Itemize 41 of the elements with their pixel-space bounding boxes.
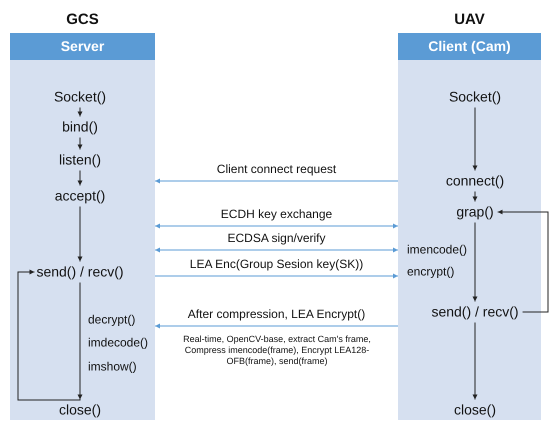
function-call-text: send() / recv() xyxy=(36,264,124,280)
step-text: imdecode() xyxy=(88,336,148,350)
arrow xyxy=(78,206,82,262)
message-arrow xyxy=(154,324,398,328)
arrow xyxy=(78,170,82,186)
edge-label: ECDSA sign/verify xyxy=(225,231,328,245)
column-heading: UAV xyxy=(453,10,486,30)
function-call-text: bind() xyxy=(62,118,98,136)
function-call-text: Socket() xyxy=(448,88,502,106)
function-call-text: Socket() xyxy=(54,88,106,106)
function-call-text: grap() xyxy=(456,204,494,220)
step-text: decrypt() xyxy=(88,312,136,328)
arrow xyxy=(472,107,478,171)
step-text: imshow() xyxy=(88,360,137,374)
function-call-text: send() / recv() xyxy=(431,304,519,320)
note-text: Real-time, OpenCV-base, extract Cam's frame, Compress imencode(frame), Encrypt LEA128-OFB(frame), send(frame) xyxy=(182,334,372,367)
message-arrow xyxy=(154,274,398,278)
column-header-bar: Server xyxy=(10,33,155,60)
arrow xyxy=(78,137,82,150)
edge-label: LEA Enc(Group Sesion key(SK)) xyxy=(188,257,366,271)
function-call-text: close() xyxy=(454,402,496,418)
arrow xyxy=(472,322,478,400)
loop-arrow xyxy=(497,210,548,312)
arrow xyxy=(472,191,478,202)
function-call-text: accept() xyxy=(54,188,106,204)
arrow xyxy=(472,222,478,302)
column-header-bar: Client (Cam) xyxy=(398,33,541,60)
step-text: imencode() xyxy=(407,242,468,258)
loop-arrow xyxy=(18,270,80,400)
function-call-text: listen() xyxy=(59,152,101,168)
message-arrow xyxy=(154,248,398,252)
column-heading: GCS xyxy=(65,10,100,30)
function-call-text: connect() xyxy=(446,172,504,190)
edge-label: After compression, LEA Encrypt() xyxy=(186,307,368,321)
edge-label: Client connect request xyxy=(214,162,338,176)
message-arrow xyxy=(154,224,398,228)
function-call-text: close() xyxy=(59,402,101,418)
step-text: encrypt() xyxy=(407,264,454,280)
edge-label: ECDH key exchange xyxy=(218,207,334,221)
arrow xyxy=(78,107,82,117)
message-arrow xyxy=(154,178,398,184)
